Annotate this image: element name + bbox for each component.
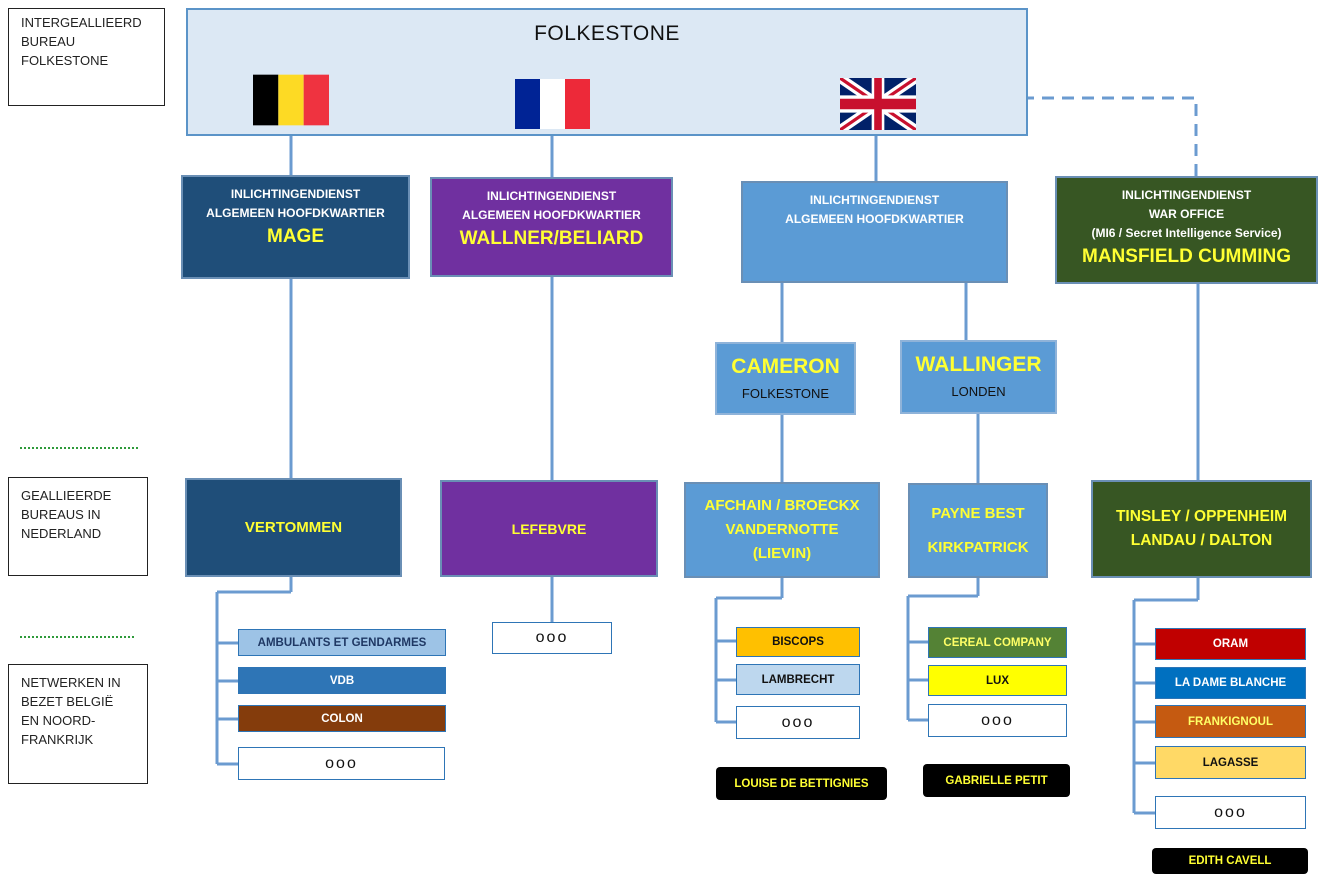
bureau-line: LEFEBVRE [511, 520, 587, 537]
network-lambrecht: LAMBRECHT [736, 664, 860, 695]
network-lagasse: LAGASSE [1155, 746, 1306, 779]
network-label: LAMBRECHT [761, 673, 835, 686]
agent-louise-de-bettignies: LOUISE DE BETTIGNIES [716, 767, 887, 800]
network-cereal-company: CEREAL COMPANY [928, 627, 1067, 658]
hq-line: INLICHTINGENDIENST [809, 193, 940, 207]
network-vdb: VDB [238, 667, 446, 694]
network-label: AMBULANTS ET GENDARMES [257, 636, 427, 649]
more-networks-belgian: ooo [238, 747, 445, 780]
bureau-line: PAYNE BEST [931, 504, 1025, 522]
network-label: CEREAL COMPANY [943, 636, 1052, 649]
network-biscops: BISCOPS [736, 627, 860, 657]
bureau-afchain: AFCHAIN / BROECKX VANDERNOTTE (LIEVIN) [684, 482, 880, 578]
label-line: BEZET BELGIË [21, 694, 114, 709]
more-dots: ooo [1214, 803, 1247, 821]
network-label: VDB [329, 674, 355, 687]
more-networks-cameron: ooo [736, 706, 860, 739]
wallinger-box: WALLINGER LONDEN [900, 340, 1057, 414]
cameron-box: CAMERON FOLKESTONE [715, 342, 856, 415]
hq-line: ALGEMEEN HOOFDKWARTIER [206, 206, 385, 220]
network-label: LUX [986, 674, 1009, 687]
network-la-dame-blanche: LA DAME BLANCHE [1155, 667, 1306, 699]
union-jack-flag [840, 78, 916, 130]
bureau-line: KIRKPATRICK [927, 538, 1029, 556]
hq-name: MAGE [267, 226, 324, 247]
bureau-line: TINSLEY / OPPENHEIM [1115, 508, 1288, 525]
network-frankignoul: FRANKIGNOUL [1155, 705, 1306, 738]
label-netwerken: NETWERKEN IN BEZET BELGIË EN NOORD- FRAN… [8, 664, 148, 784]
network-label: LAGASSE [1202, 756, 1259, 769]
hq-line: INLICHTINGENDIENST [1121, 188, 1252, 202]
bureau-line: (LIEVIN) [752, 545, 812, 562]
bureau-payne-best: PAYNE BEST KIRKPATRICK [908, 483, 1048, 578]
hq-line: WAR OFFICE [1148, 207, 1225, 221]
network-label: BISCOPS [772, 636, 824, 648]
france-flag [515, 79, 590, 129]
bureau-line: AFCHAIN / BROECKX [704, 497, 860, 514]
network-label: LA DAME BLANCHE [1174, 677, 1287, 689]
bureau-tinsley: TINSLEY / OPPENHEIM LANDAU / DALTON [1091, 480, 1312, 578]
label-line: FOLKESTONE [21, 53, 109, 68]
bureau-vertommen: VERTOMMEN [185, 478, 402, 577]
agent-name: EDITH CAVELL [1188, 855, 1272, 867]
folkestone-title: FOLKESTONE [534, 22, 680, 45]
hq-name: MANSFIELD CUMMING [1082, 246, 1291, 267]
agent-edith-cavell: EDITH CAVELL [1152, 848, 1308, 874]
hq-line: INLICHTINGENDIENST [486, 189, 617, 203]
label-intergeallieerd-bureau: INTERGEALLIEERD BUREAU FOLKESTONE [8, 8, 165, 106]
hq-line: ALGEMEEN HOOFDKWARTIER [462, 208, 641, 222]
network-label: COLON [321, 712, 363, 725]
agent-gabrielle-petit: GABRIELLE PETIT [923, 764, 1070, 797]
hq-line: (MI6 / Secret Intelligence Service) [1091, 226, 1282, 240]
more-dots: ooo [325, 754, 358, 772]
label-line: BUREAU [21, 34, 76, 49]
label-line: NETWERKEN IN [21, 675, 121, 690]
belgium-flag [253, 74, 329, 126]
network-oram: ORAM [1155, 628, 1306, 660]
hq-name: WALLNER/BELIARD [459, 228, 644, 249]
mid-name: CAMERON [731, 355, 840, 378]
more-dots: ooo [535, 629, 569, 646]
label-line: NEDERLAND [21, 526, 102, 541]
network-colon: COLON [238, 705, 446, 732]
more-networks-waroffice: ooo [1155, 796, 1306, 829]
bureau-line: VANDERNOTTE [725, 521, 839, 538]
network-label: ORAM [1212, 638, 1249, 650]
label-line: GEALLIEERDE [21, 488, 112, 503]
more-dots: ooo [981, 711, 1014, 729]
more-dots: ooo [781, 713, 815, 731]
bureau-line: VERTOMMEN [244, 518, 343, 536]
mid-place: LONDEN [951, 384, 1006, 399]
bureau-lefebvre: LEFEBVRE [440, 480, 658, 577]
hq-line: INLICHTINGENDIENST [230, 187, 361, 201]
agent-name: LOUISE DE BETTIGNIES [734, 777, 869, 790]
network-label: FRANKIGNOUL [1188, 715, 1273, 728]
network-lux: LUX [928, 665, 1067, 696]
network-ambulants-et-gendarmes: AMBULANTS ET GENDARMES [238, 629, 446, 656]
more-networks-french: ooo [492, 622, 612, 654]
agent-name: GABRIELLE PETIT [945, 774, 1048, 787]
label-line: FRANKRIJK [21, 732, 94, 747]
hq-line: ALGEMEEN HOOFDKWARTIER [785, 212, 964, 226]
label-line: INTERGEALLIEERD [21, 15, 142, 30]
hq-belgium: INLICHTINGENDIENST ALGEMEEN HOOFDKWARTIE… [181, 175, 410, 279]
more-networks-wallinger: ooo [928, 704, 1067, 737]
mid-name: WALLINGER [915, 353, 1042, 376]
hq-france: INLICHTINGENDIENST ALGEMEEN HOOFDKWARTIE… [430, 177, 673, 277]
hq-war-office: INLICHTINGENDIENST WAR OFFICE (MI6 / Sec… [1055, 176, 1318, 284]
label-line: BUREAUS IN [21, 507, 101, 522]
bureau-line: LANDAU / DALTON [1130, 532, 1273, 549]
label-line: EN NOORD- [21, 713, 96, 728]
hq-britain: INLICHTINGENDIENST ALGEMEEN HOOFDKWARTIE… [741, 181, 1008, 283]
mid-place: FOLKESTONE [741, 386, 830, 401]
label-geallieerde-bureaus: GEALLIEERDE BUREAUS IN NEDERLAND [8, 477, 148, 576]
